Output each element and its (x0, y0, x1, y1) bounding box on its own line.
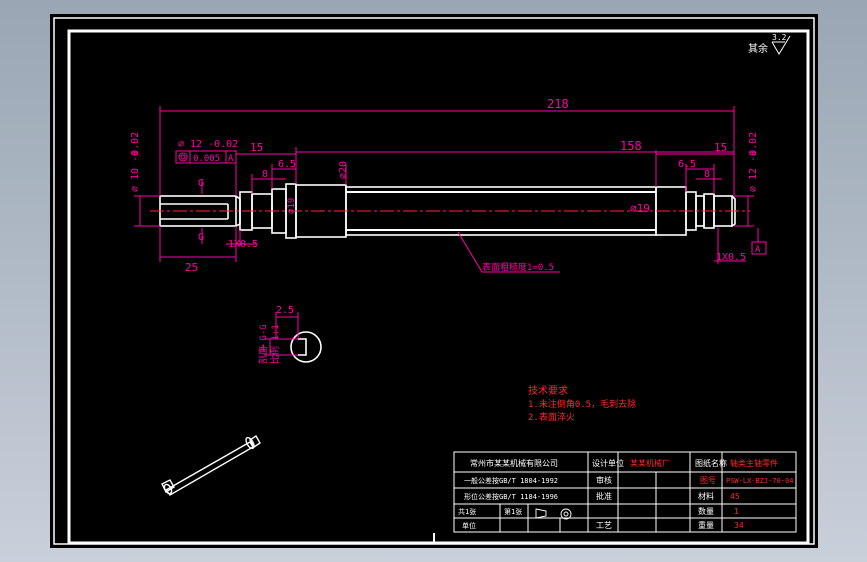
dim-key-depth: 4 (260, 344, 265, 354)
dim-overall: 218 (547, 97, 569, 111)
dim-tol-zero-left: 0 (131, 151, 140, 156)
isometric-shaft-sketch (161, 435, 261, 496)
surface-note: 表面粗糙度1=0.5 (482, 261, 554, 273)
roughness-symbol: 其余 3.2 (748, 33, 791, 55)
tb-weight-label: 重量 (698, 520, 714, 530)
section-title: 剖面 G-G (257, 324, 269, 364)
dim-dia-right: ⌀ 12 -0.02 (748, 132, 759, 192)
dim-right-shoulder: 15 (714, 141, 727, 154)
section-mark-top: G (198, 178, 204, 189)
dim-dia-body-left: ⌀19 (287, 198, 297, 214)
tb-qty-label: 数量 (698, 506, 714, 516)
dim-right-groove: 8 (704, 169, 710, 180)
dim-left-step: 6.5 (278, 159, 296, 170)
dim-chamfer-right: 1X0.5 (716, 252, 746, 263)
tb-code-value: PSW-LX-BZJ-70-04 (726, 477, 793, 485)
title-block: 常州市某某机械有限公司 设计单位 某某机械厂 图纸名称 轴类主轴零件 一般公差按… (453, 451, 797, 533)
tolerance-value: 0.005 (193, 154, 220, 164)
dim-chamfer-left: 1X0.5 (228, 239, 258, 250)
tolerance-datum: A (228, 154, 234, 164)
tb-designer-value: 某某机械厂 (630, 458, 670, 468)
section-view: 2.5 4 剖面 G-G 比例 1:1 (257, 305, 322, 364)
dim-dia-top: ⌀ 12 -0.02 (178, 139, 238, 150)
inner-frame (67, 29, 810, 545)
tb-standard-1: 一般公差按GB/T 1804-1992 (464, 476, 558, 485)
section-scale: 比例 1:1 (269, 324, 281, 364)
tech-req-line-2: 2.表面淬火 (528, 411, 575, 423)
tb-sheet-no: 第1张 (504, 507, 522, 516)
tb-material-label: 材料 (698, 491, 714, 501)
drawing-sheet: 其余 3.2 (50, 14, 818, 548)
dimension-lines (134, 106, 767, 273)
dim-dia-left: ⌀ 10 -0.02 (130, 132, 141, 192)
tb-drawing-label: 图纸名称 (695, 458, 727, 468)
dim-left-shoulder: 15 (250, 141, 263, 154)
tb-company: 常州市某某机械有限公司 (470, 458, 558, 468)
tb-unit-label: 单位 (462, 521, 476, 530)
dim-right-step: 6.5 (678, 159, 696, 170)
dimension-texts: 218 158 15 15 6.5 6.5 8 8 25 1X0.5 1X0.5… (130, 97, 761, 274)
dim-left-groove: 8 (262, 169, 268, 180)
tech-req-title: 技术要求 (528, 384, 568, 397)
tb-craft-label: 工艺 (596, 521, 612, 530)
tb-approve-label: 批准 (596, 491, 612, 501)
tb-code-label: 图号 (700, 476, 716, 485)
tb-weight-value: 34 (734, 521, 744, 530)
tb-qty-value: 1 (734, 507, 739, 516)
section-mark-bottom: G (198, 232, 204, 243)
datum-label: A (755, 245, 761, 255)
dim-dia-body-right: ⌀19 (630, 202, 650, 215)
tb-standard-2: 形位公差按GB/T 1184-1996 (464, 492, 558, 501)
projection-symbol-icon (535, 508, 572, 520)
dim-key-width: 2.5 (276, 305, 294, 316)
dim-dia-collar: ⌀20 (338, 161, 349, 179)
tb-check-label: 审核 (596, 475, 612, 485)
tech-req-line-1: 1.未注倒角0.5，毛刺去除 (528, 398, 636, 410)
dim-right-span: 158 (620, 139, 642, 153)
cad-drawing: 其余 3.2 (53, 17, 815, 545)
tb-sheet-label: 共1张 (458, 507, 476, 516)
roughness-value: 3.2 (772, 33, 787, 42)
dim-key-length: 25 (185, 261, 198, 274)
tb-part-name: 轴类主轴零件 (730, 458, 778, 468)
tb-material-value: 45 (730, 492, 740, 501)
technical-requirements: 技术要求 1.未注倒角0.5，毛刺去除 2.表面淬火 (528, 384, 636, 423)
tb-design-label: 设计单位 (592, 458, 624, 468)
dim-tol-zero-right: 0 (749, 151, 758, 156)
roughness-label: 其余 (748, 42, 768, 55)
